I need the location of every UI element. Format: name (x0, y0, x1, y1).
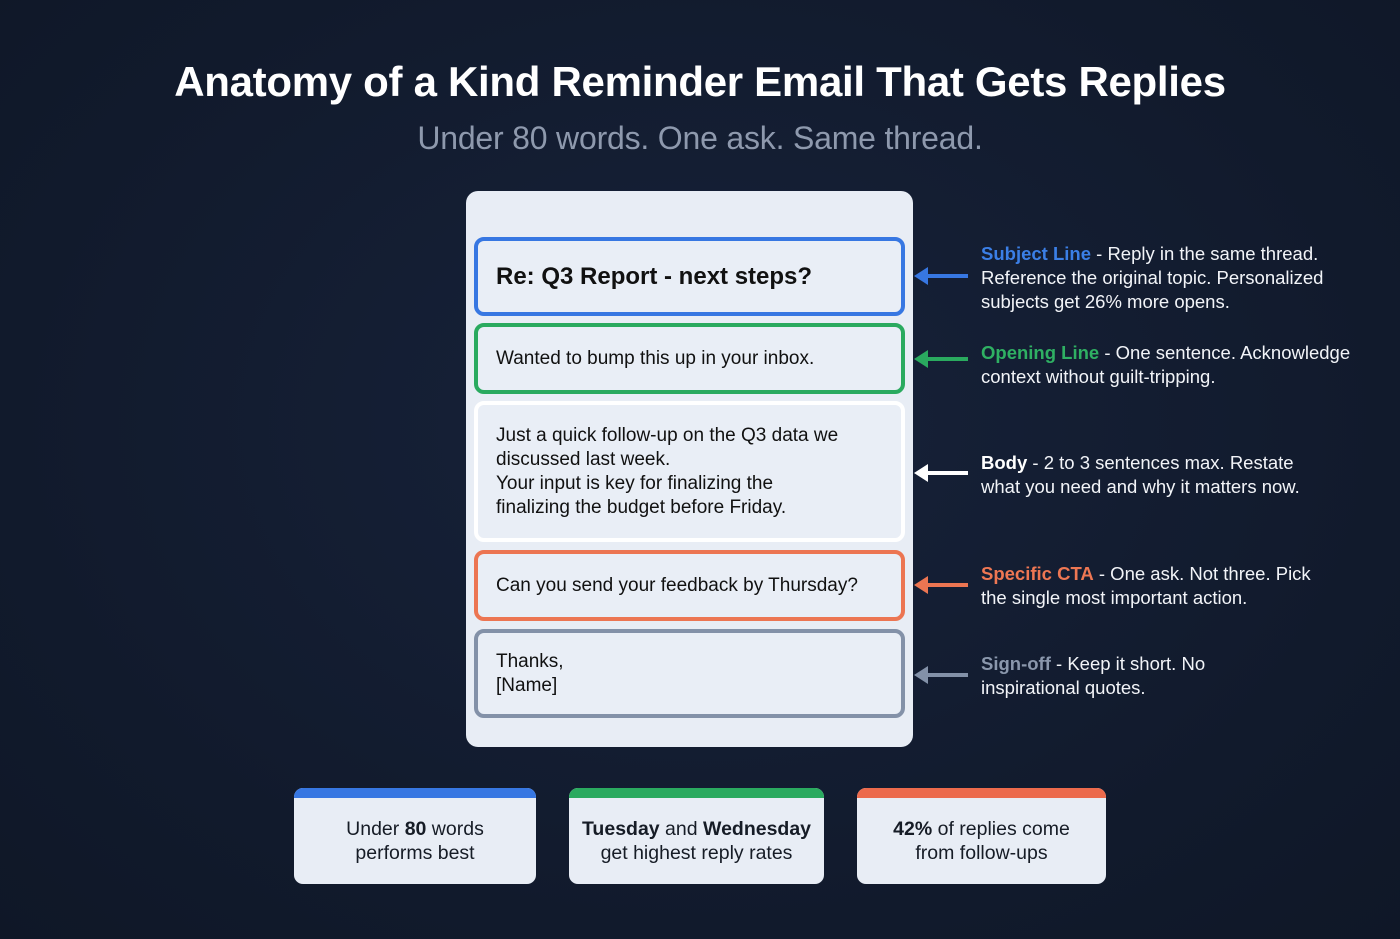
page-subtitle: Under 80 words. One ask. Same thread. (417, 120, 983, 156)
opening-text: Wanted to bump this up in your inbox. (496, 347, 815, 369)
annotation-body: Body - 2 to 3 sentences max. Restate wha… (981, 451, 1326, 499)
subject-line-section: Re: Q3 Report - next steps? (474, 237, 905, 316)
signoff-line: Thanks, (496, 650, 564, 672)
arrow-left-icon (914, 350, 968, 368)
annotation-text: - Reply in the same thread. Reference th… (981, 243, 1324, 312)
body-line: Your input is key for finalizing the (496, 472, 774, 494)
stat-card-word-count: Under 80 words performs best (294, 788, 536, 884)
annotation-subject: Subject Line - Reply in the same thread.… (981, 242, 1351, 314)
stat-line2: performs best (355, 842, 475, 864)
cta-section: Can you send your feedback by Thursday? (474, 550, 905, 621)
signoff-section: Thanks, [Name] (474, 629, 905, 718)
annotation-label: Subject Line (981, 243, 1091, 264)
subject-text: Re: Q3 Report - next steps? (496, 262, 813, 290)
body-section: Just a quick follow-up on the Q3 data we… (474, 401, 905, 542)
body-line: finalizing the budget before Friday. (496, 496, 787, 518)
stat-accent-bar (294, 788, 536, 798)
arrow-left-icon (914, 576, 968, 594)
annotation-label: Opening Line (981, 342, 1100, 363)
annotation-label: Body (981, 452, 1028, 473)
annotation-label: Specific CTA (981, 563, 1094, 584)
cta-text: Can you send your feedback by Thursday? (496, 574, 858, 596)
annotation-text: - 2 to 3 sentences max. Restate what you… (981, 452, 1300, 497)
stat-accent-bar (569, 788, 824, 798)
email-mockup: Re: Q3 Report - next steps? Wanted to bu… (466, 191, 913, 747)
arrow-left-icon (914, 666, 968, 684)
annotation-text: - One ask. Not three. Pick the single mo… (981, 563, 1311, 608)
annotation-signoff: Sign-off - Keep it short. No inspiration… (981, 652, 1231, 700)
stat-line2: from follow-ups (915, 842, 1048, 864)
stat-accent-bar (857, 788, 1106, 798)
signoff-line: [Name] (496, 674, 558, 696)
body-line: Just a quick follow-up on the Q3 data we (496, 424, 839, 446)
annotation-text: - Keep it short. No inspirational quotes… (981, 653, 1206, 698)
annotation-text: - One sentence. Acknowledge context with… (981, 342, 1351, 387)
stat-line1: Under 80 words (346, 818, 484, 840)
stat-line1: Tuesday and Wednesday (581, 818, 812, 840)
annotation-label: Sign-off (981, 653, 1051, 674)
body-line: discussed last week. (496, 448, 671, 470)
stat-card-follow-ups: 42% of replies come from follow-ups (857, 788, 1106, 884)
stat-line1: 42% of replies come (893, 818, 1070, 840)
stat-line2: get highest reply rates (600, 842, 793, 864)
stat-card-best-days: Tuesday and Wednesday get highest reply … (569, 788, 824, 884)
opening-line-section: Wanted to bump this up in your inbox. (474, 323, 905, 394)
arrow-left-icon (914, 464, 968, 482)
page-title: Anatomy of a Kind Reminder Email That Ge… (174, 58, 1226, 105)
annotation-opening: Opening Line - One sentence. Acknowledge… (981, 341, 1371, 389)
annotation-cta: Specific CTA - One ask. Not three. Pick … (981, 562, 1331, 610)
arrow-left-icon (914, 267, 968, 285)
